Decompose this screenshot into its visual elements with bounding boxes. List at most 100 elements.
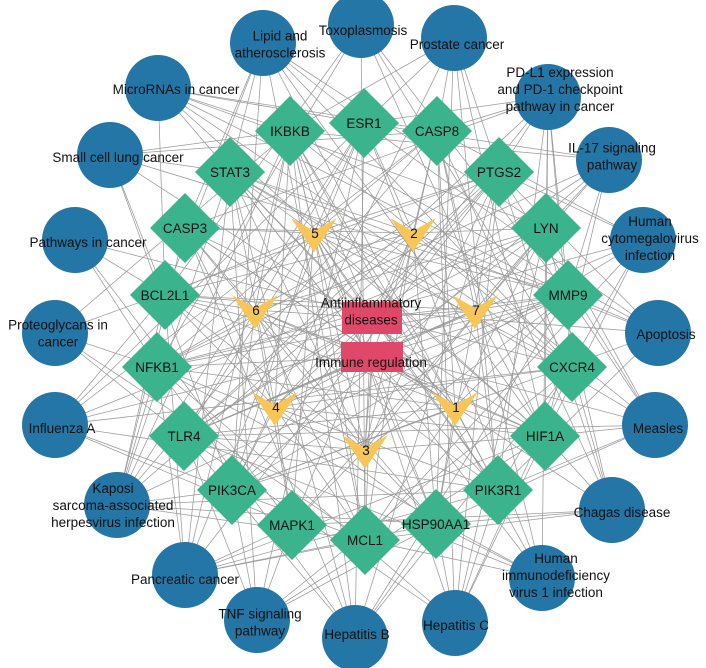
edge-line: [54, 130, 438, 426]
edge-line: [183, 232, 414, 437]
compound-node[interactable]: [342, 435, 388, 469]
gene-node[interactable]: [464, 137, 534, 207]
edge-line: [436, 130, 644, 241]
edge-line: [164, 294, 659, 334]
gene-node[interactable]: [195, 137, 265, 207]
gene-node[interactable]: [402, 96, 472, 166]
compound-node[interactable]: [232, 295, 278, 329]
pathway-label: Chagas disease: [574, 505, 671, 520]
edge-line: [54, 424, 499, 491]
edge-line: [156, 366, 543, 579]
edge-line: [54, 424, 293, 526]
disease-node[interactable]: [341, 342, 403, 372]
gene-label: HSP90AA1: [402, 517, 470, 532]
compound-node[interactable]: [390, 218, 436, 252]
edge-line: [183, 309, 476, 437]
gene-node[interactable]: [150, 193, 220, 263]
pathway-node[interactable]: [579, 477, 645, 543]
pathway-node[interactable]: [322, 605, 388, 668]
compound-node[interactable]: [432, 392, 478, 426]
pathway-node[interactable]: [515, 64, 581, 130]
edge-line: [364, 356, 373, 451]
pathway-node[interactable]: [84, 472, 150, 538]
edge-line: [313, 232, 569, 296]
edge-line: [274, 406, 437, 525]
pathway-label: Hepatitis B: [324, 627, 389, 642]
pathway-label: Measles: [633, 421, 684, 436]
disease-node[interactable]: [342, 302, 402, 334]
pathway-node[interactable]: [22, 392, 88, 458]
pathway-node[interactable]: [22, 300, 88, 366]
pathway-label: Influenza A: [29, 421, 96, 436]
gene-node[interactable]: [510, 401, 580, 471]
edge-line: [54, 171, 500, 334]
edge-line: [254, 130, 291, 311]
edge-line: [313, 232, 499, 491]
pathway-label: Toxoplasmosis: [319, 23, 408, 38]
edge-line: [364, 232, 414, 541]
pathway-label: Apoptosis: [636, 327, 696, 342]
gene-node[interactable]: [463, 455, 533, 525]
pathway-node[interactable]: [224, 587, 290, 653]
gene-node[interactable]: [197, 455, 267, 525]
gene-node[interactable]: [130, 260, 200, 330]
gene-label: CASP8: [415, 124, 459, 139]
edge-line: [453, 37, 546, 437]
edge-line: [371, 232, 414, 358]
edge-line: [184, 227, 276, 408]
compound-node[interactable]: [252, 392, 298, 426]
pathway-node[interactable]: [328, 0, 394, 58]
gene-node[interactable]: [329, 88, 399, 158]
edge-line: [313, 232, 573, 368]
pathway-node[interactable]: [622, 392, 688, 458]
pathway-node[interactable]: [42, 207, 108, 273]
edge-line: [274, 130, 291, 408]
pathway-node[interactable]: [125, 55, 191, 121]
edge-line: [229, 171, 414, 234]
edge-line: [274, 294, 569, 408]
edge-line: [183, 424, 656, 437]
compound-node[interactable]: [291, 218, 337, 252]
gene-node[interactable]: [401, 489, 471, 559]
edge-line: [156, 366, 186, 576]
gene-node[interactable]: [255, 96, 325, 166]
gene-node[interactable]: [330, 505, 400, 575]
edge-line: [183, 406, 456, 437]
pathway-label: MicroRNAs in cancer: [113, 82, 240, 97]
edge-line: [291, 232, 414, 526]
edge-line: [313, 232, 366, 541]
pathway-node[interactable]: [610, 207, 676, 273]
pathway-node[interactable]: [625, 300, 691, 366]
gene-node[interactable]: [149, 401, 219, 471]
edge-line: [156, 356, 373, 368]
pathway-label: Prostate cancer: [410, 37, 505, 52]
edge-line: [454, 227, 547, 408]
gene-node[interactable]: [537, 332, 607, 402]
gene-node[interactable]: [511, 193, 581, 263]
edge-line: [354, 294, 569, 639]
gene-node[interactable]: [257, 490, 327, 560]
gene-node[interactable]: [122, 332, 192, 402]
pathway-node[interactable]: [422, 590, 488, 656]
pathway-node[interactable]: [576, 127, 642, 193]
pathway-node[interactable]: [421, 5, 487, 71]
pathway-node[interactable]: [230, 10, 296, 76]
gene-label: TLR4: [167, 429, 201, 444]
edge-line: [157, 87, 573, 368]
edge-line: [156, 317, 373, 368]
compound-node[interactable]: [452, 295, 498, 329]
compound-label: 1: [452, 400, 460, 415]
pathway-node[interactable]: [77, 122, 143, 188]
edge-line: [157, 87, 166, 296]
edge-line: [116, 294, 166, 506]
edge-line: [274, 406, 499, 491]
edge-line: [74, 239, 293, 526]
pathway-node[interactable]: [152, 542, 218, 608]
gene-label: CXCR4: [549, 360, 595, 375]
edge-line: [274, 171, 500, 408]
pathway-node[interactable]: [509, 545, 575, 611]
gene-label: HIF1A: [526, 429, 564, 444]
gene-node[interactable]: [533, 260, 603, 330]
